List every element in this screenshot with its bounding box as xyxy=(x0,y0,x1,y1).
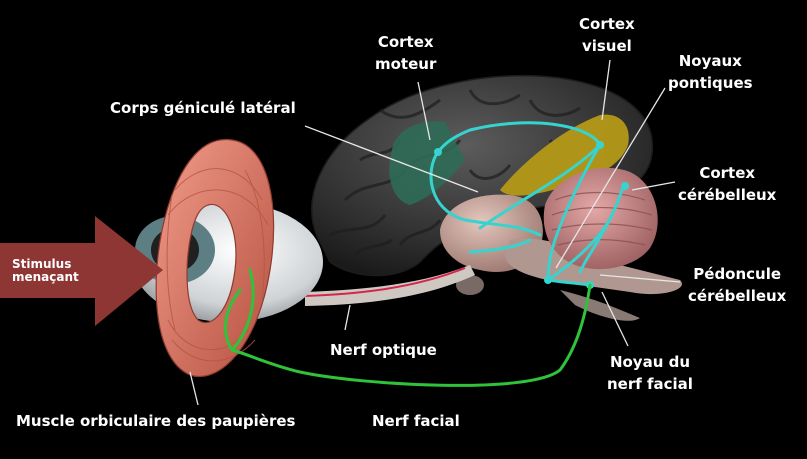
label-lateral-geniculate: Corps géniculé latéral xyxy=(110,99,296,117)
cerebellum xyxy=(543,167,658,270)
label-pontine-nuclei-line1: Noyaux xyxy=(678,52,742,70)
label-stimulus: Stimulus menaçant xyxy=(12,258,79,284)
label-cerebellar-cortex-line2: cérébelleux xyxy=(678,186,777,204)
stimulus-arrow xyxy=(0,216,163,326)
facial-nerve-path xyxy=(223,268,592,387)
label-cerebellar-peduncle-line2: cérébelleux xyxy=(688,287,787,305)
label-pontine-nuclei-line2: pontiques xyxy=(668,74,753,92)
label-motor-cortex-line1: Cortex xyxy=(377,33,434,51)
label-motor-cortex: Cortex moteur xyxy=(375,31,436,75)
label-cerebellar-cortex-line1: Cortex xyxy=(699,164,756,182)
label-optic-nerve: Nerf optique xyxy=(330,341,437,359)
label-visual-cortex-line2: visuel xyxy=(581,37,632,55)
label-facial-nucleus-line2: nerf facial xyxy=(607,375,693,393)
label-facial-nucleus: Noyau du nerf facial xyxy=(607,351,693,395)
leader-lines xyxy=(189,59,681,406)
label-visual-cortex-line1: Cortex xyxy=(579,15,635,33)
label-cerebellar-peduncle: Pédoncule cérébelleux xyxy=(688,263,786,307)
label-stimulus-line2: menaçant xyxy=(12,270,79,284)
visual-cortex-region xyxy=(500,114,629,196)
optic-nerve xyxy=(304,265,475,306)
label-cerebellar-cortex: Cortex cérébelleux xyxy=(678,162,776,206)
label-facial-nerve: Nerf facial xyxy=(372,412,460,430)
label-cerebellar-peduncle-line1: Pédoncule xyxy=(693,265,782,283)
label-motor-cortex-line2: moteur xyxy=(375,55,437,73)
label-stimulus-line1: Stimulus xyxy=(12,257,72,271)
label-facial-nucleus-line1: Noyau du xyxy=(609,353,691,371)
label-visual-cortex: Cortex visuel xyxy=(579,13,635,57)
label-pontine-nuclei: Noyaux pontiques xyxy=(668,50,753,94)
label-orbicularis-muscle: Muscle orbiculaire des paupières xyxy=(16,412,296,430)
